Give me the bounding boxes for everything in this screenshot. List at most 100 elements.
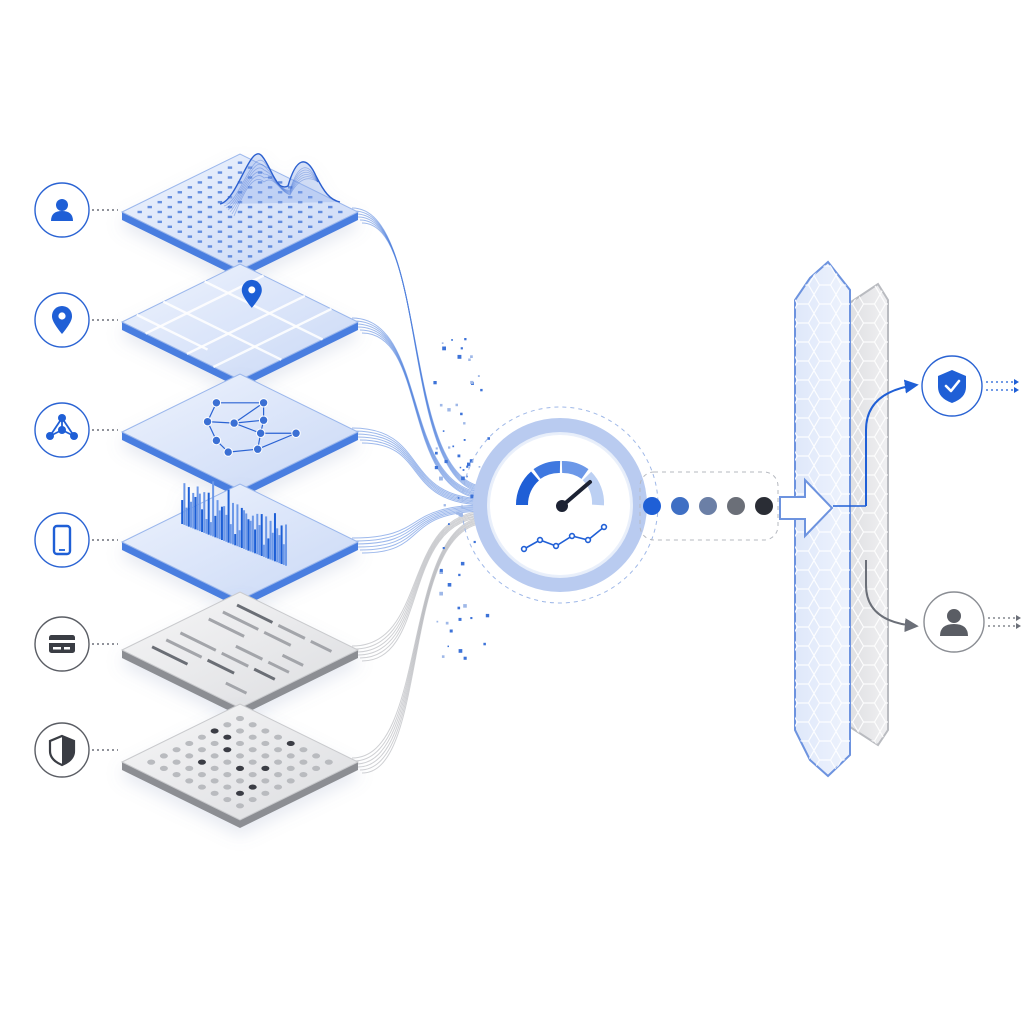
particle [468,358,471,361]
shield-icon [48,734,76,767]
queue-dot [727,497,745,515]
particle [462,469,465,471]
particle [478,466,481,468]
particle [463,422,466,425]
data-layers-stack [120,153,360,828]
particle [439,570,443,574]
flow-line [359,509,489,551]
map-grid-content [136,274,332,369]
signal-spikes-content [181,481,288,566]
particle [477,375,480,377]
particle [485,613,490,618]
particle [460,561,465,566]
particle [436,620,439,623]
speedometer-gauge-icon [515,461,605,512]
particle [457,606,461,610]
particle [434,466,438,470]
outcome-icons [921,355,1021,653]
input-arrow [779,477,834,539]
particle [442,346,446,351]
flow-line [351,207,489,488]
particle [442,430,445,432]
flow-line [357,436,489,504]
particle [487,437,490,440]
shield-check-icon [938,370,966,403]
particle [448,446,451,449]
particle [460,412,463,416]
particle [447,645,449,648]
credit-card-icon [49,635,75,653]
particle [467,462,471,466]
particle [470,617,473,620]
flow-line [355,506,489,545]
particle [470,494,475,499]
particle [439,403,443,407]
flow-line [355,213,489,490]
flow-line [359,439,489,505]
flow-line [361,522,489,774]
particle [461,476,465,481]
flow-line [357,514,489,656]
particle [483,642,486,646]
layer-distribution-surface [120,153,360,278]
flow-line [351,516,489,759]
flow-line [355,323,489,496]
source-credit-card-icon [34,616,118,672]
particle [459,466,462,469]
particle [458,649,463,653]
particle [455,403,458,407]
particle [457,454,461,458]
particle [449,629,453,633]
flow-line [361,516,489,662]
particle [463,439,466,441]
particle [441,655,445,658]
particle [457,497,460,499]
flow-line [353,210,489,489]
particle [443,504,446,507]
particle [458,573,461,577]
particle [466,475,468,478]
flow-line [361,332,489,500]
network-graph-content [202,398,301,457]
source-user-icon [34,182,118,238]
data-flow-lines [351,207,489,774]
flow-line [353,430,489,501]
flow-line [353,511,489,650]
flow-line [357,326,489,498]
outcome-user-icon [923,591,1021,653]
review-branch-arrow [865,560,919,633]
particle [463,604,467,608]
flow-line [351,504,489,539]
layer-signal-spikes [120,481,360,608]
flow-line [359,515,489,659]
source-network-icon [34,402,118,458]
flow-line [361,442,489,506]
flow-line [351,510,489,647]
particle [480,388,483,392]
particle [464,338,467,341]
layer-network-graph [120,373,360,498]
flow-line [353,505,489,542]
layer-map-grid [120,263,360,388]
particle [470,355,473,358]
source-shield-icon [34,722,118,778]
particle [458,617,462,621]
particle [435,447,438,450]
particle [448,523,450,525]
particle [435,451,438,455]
approve-branch-arrow [865,379,919,506]
network-icon [46,414,78,440]
particle [439,568,443,572]
queue-dot [643,497,661,515]
particle [463,656,467,660]
flow-line [357,508,489,548]
layer-dot-matrix [120,703,360,828]
particle [458,512,463,517]
flow-line [361,222,489,494]
flow-line [353,517,489,762]
source-smartphone-icon [34,512,118,568]
flow-line [357,520,489,768]
user-icon [51,199,73,221]
particle [470,380,474,385]
source-icons [34,182,118,778]
